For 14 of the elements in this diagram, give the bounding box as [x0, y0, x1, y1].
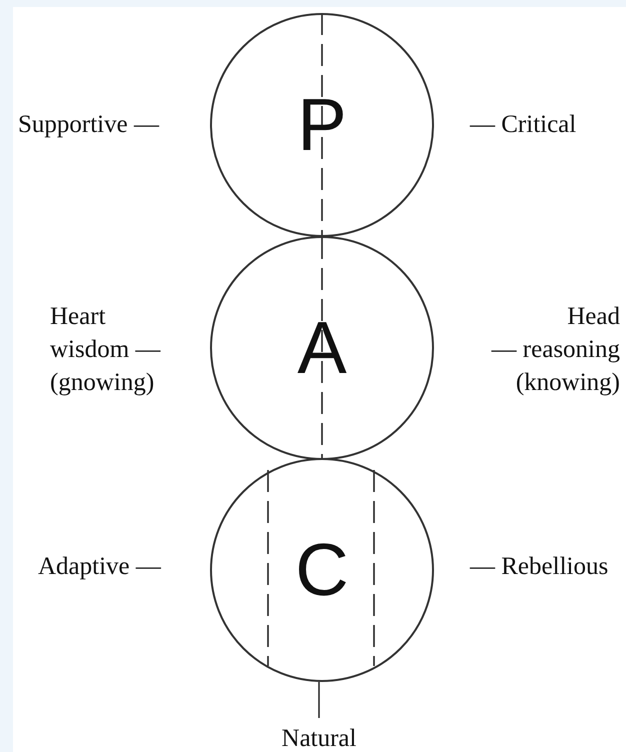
- ego-state-label: Supportive —: [18, 110, 160, 140]
- leader-line: [318, 682, 320, 718]
- ego-state-circle: [210, 458, 434, 682]
- ego-state-letter: C: [294, 533, 350, 607]
- ego-state-label: — Rebellious: [470, 552, 610, 582]
- node-label: Natural: [269, 718, 369, 752]
- ego-state-letter: A: [296, 311, 348, 385]
- ego-state-label: Heart wisdom — (gnowing): [50, 302, 162, 398]
- ego-state-label: Head — reasoning (knowing): [490, 302, 620, 398]
- ego-state-circle: [210, 13, 434, 237]
- ego-state-label: — Critical: [470, 110, 578, 140]
- ego-state-letter: P: [296, 88, 348, 162]
- ego-state-circle: [210, 236, 434, 460]
- ego-state-label: Adaptive —: [38, 552, 162, 582]
